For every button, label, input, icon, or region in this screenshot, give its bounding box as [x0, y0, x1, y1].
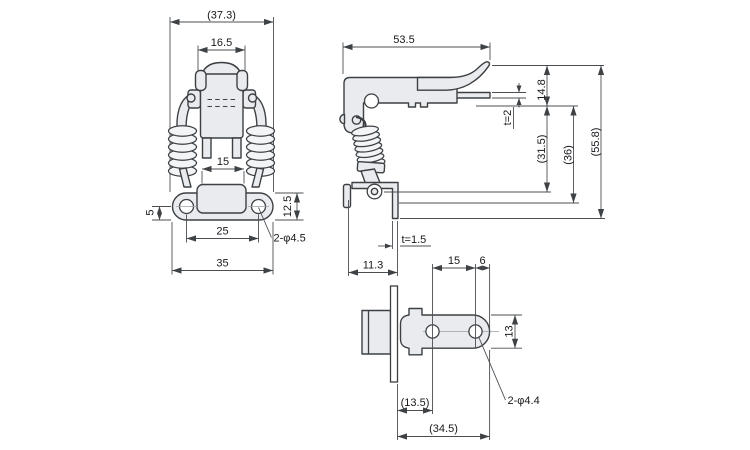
- dim-hole-edge-distance-label: 6: [479, 255, 485, 267]
- shackle-pivot-pin: [370, 187, 379, 196]
- dim-lever-rise-label: 14.8: [536, 79, 548, 100]
- side-spring: [351, 125, 386, 169]
- hook-wall-plate: [389, 285, 399, 383]
- right-spring-tail: [251, 167, 265, 188]
- dim-wall-to-hole-label: (13.5): [401, 397, 430, 409]
- left-wire-end: [186, 93, 196, 103]
- dim-body-drop-label: (31.5): [536, 135, 548, 164]
- right-body-leg: [231, 137, 242, 159]
- hook-side-tab: [342, 183, 352, 209]
- dim-base-height-label: 12.5: [282, 196, 294, 217]
- bottom-view-dimensions: 15 6 13 (13.5) (34.5) 2-φ4.4: [397, 255, 540, 440]
- keeper-plate: [196, 183, 247, 214]
- dim-hook-offset-label: 11.3: [363, 260, 384, 272]
- dim-mounting-holes-label: 2-φ4.4: [508, 395, 540, 407]
- dim-plate-width-label: 13: [504, 325, 516, 337]
- front-view-dimensions: (37.3) 16.5 15 5 12.5 25: [145, 10, 306, 275]
- front-view-part: [167, 61, 276, 221]
- leader-line: [478, 336, 506, 401]
- dim-hook-plate-thickness-label: t=1.5: [402, 234, 427, 246]
- dim-strike-thickness-label: t=2: [502, 110, 514, 126]
- bottom-view-part: [361, 285, 499, 383]
- side-view-dimensions: 53.5 14.8 t=2 (31.5) (36) (55.8) 11.3: [342, 34, 605, 276]
- dim-cap-width-label: 16.5: [211, 37, 232, 49]
- leader-line: [258, 207, 272, 238]
- left-top-hook-flange: [194, 69, 207, 92]
- left-spring: [167, 125, 198, 177]
- side-view-part: [339, 61, 491, 220]
- spring-coil: [245, 125, 276, 137]
- front-view: (37.3) 16.5 15 5 12.5 25: [145, 10, 306, 275]
- latch-barrel: [361, 309, 392, 355]
- dim-keeper-width-label: 15: [217, 156, 229, 168]
- left-body-leg: [201, 137, 212, 159]
- wire-bulge: [339, 113, 346, 125]
- spring-coil: [351, 125, 379, 137]
- dim-mounting-holes-label: 2-φ4.5: [274, 233, 306, 245]
- dim-base-width-label: 35: [216, 258, 228, 270]
- dim-overall-length-label: 53.5: [393, 34, 414, 46]
- dim-overall-length-label: (34.5): [429, 423, 458, 435]
- latch-body: [199, 73, 244, 139]
- dim-overall-width-label: (37.3): [207, 10, 236, 22]
- spring-top-wire: [355, 115, 367, 128]
- right-wire-end: [247, 93, 258, 103]
- dim-hole-edge-offset-label: 5: [145, 209, 157, 215]
- dim-hook-drop-label: (36): [563, 145, 575, 165]
- left-spring-tail: [178, 167, 192, 188]
- right-top-hook-flange: [236, 69, 249, 92]
- dim-hole-spacing-label: 25: [216, 226, 228, 238]
- hook-plate: [351, 181, 399, 220]
- side-view: 53.5 14.8 t=2 (31.5) (36) (55.8) 11.3: [339, 34, 605, 276]
- spring-coil: [167, 125, 198, 137]
- dim-hole-spacing-label: 15: [448, 255, 460, 267]
- release-lever: [416, 61, 491, 91]
- pivot-hole: [363, 93, 380, 109]
- bottom-view: 15 6 13 (13.5) (34.5) 2-φ4.4: [361, 255, 540, 440]
- dim-overall-height-label: (55.8): [590, 128, 602, 157]
